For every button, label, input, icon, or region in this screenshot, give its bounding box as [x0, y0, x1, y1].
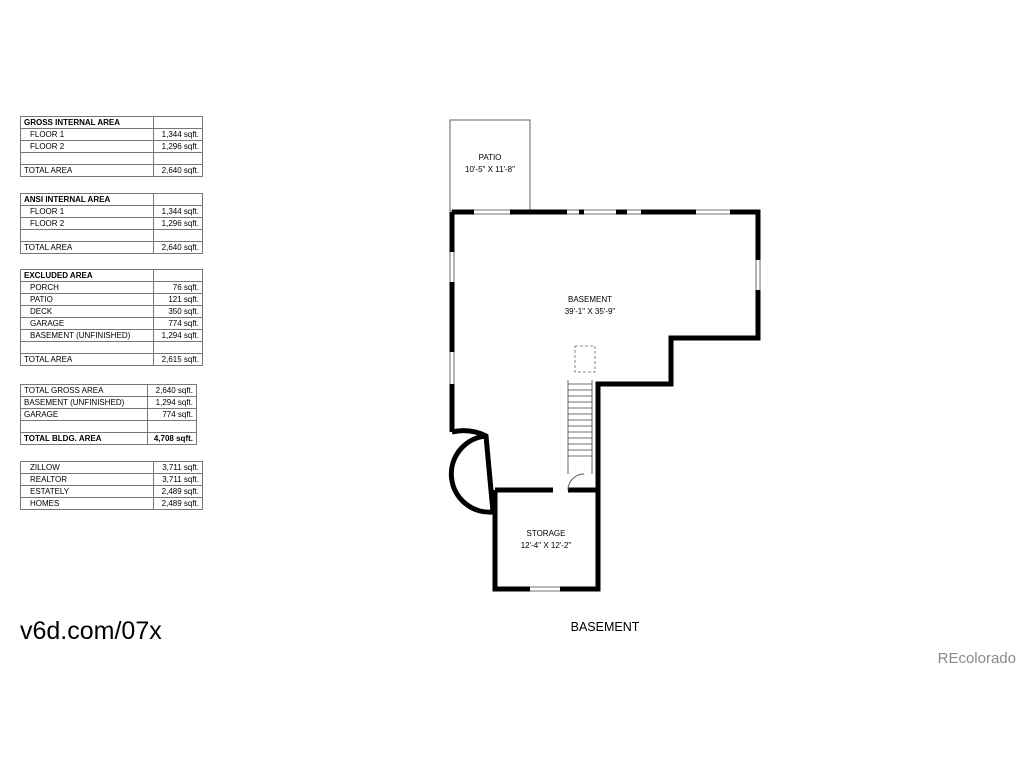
- window-openings: [448, 208, 762, 384]
- table-cell-value: 2,640 sqft.: [153, 164, 203, 177]
- storage-window: [530, 585, 560, 593]
- watermark: REcolorado: [937, 650, 1016, 667]
- basement-label: BASEMENT: [568, 295, 612, 304]
- table-cell-value: 4,708 sqft.: [147, 432, 197, 445]
- door-swing: [567, 473, 585, 491]
- dashed-outline: [574, 345, 596, 373]
- floor-label: BASEMENT: [570, 620, 640, 634]
- table-cell-value: 2,640 sqft.: [153, 241, 203, 254]
- short-link-text: v6d.com/07x: [20, 617, 162, 645]
- storage-dimensions: 12'-4" X 12'-2": [521, 541, 572, 550]
- patio-dimensions: 10'-5" X 11'-8": [465, 165, 515, 174]
- basement-wall: [452, 209, 761, 490]
- patio-label: PATIO: [479, 153, 502, 162]
- table-cell-value: 350 sqft.: [153, 305, 203, 318]
- table-cell-value: 2,489 sqft.: [153, 497, 203, 510]
- table-row: BASEMENT (UNFINISHED)1,294 sqft.: [20, 329, 203, 342]
- table-cell-value: 1,294 sqft.: [153, 329, 203, 342]
- staircase: [567, 380, 593, 474]
- table-row: BASEMENT (UNFINISHED)1,294 sqft.: [20, 396, 197, 409]
- table-cell-label: TOTAL AREA: [20, 241, 154, 254]
- storage-label: STORAGE: [527, 529, 566, 538]
- table-cell-value: 2,615 sqft.: [153, 353, 203, 366]
- table-row: [20, 229, 203, 242]
- storage-wall: [492, 487, 601, 592]
- basement-dimensions: 39'-1" X 35'-9": [565, 307, 616, 316]
- bay-curve: [448, 433, 494, 515]
- table-cell-label: HOMES: [20, 497, 154, 510]
